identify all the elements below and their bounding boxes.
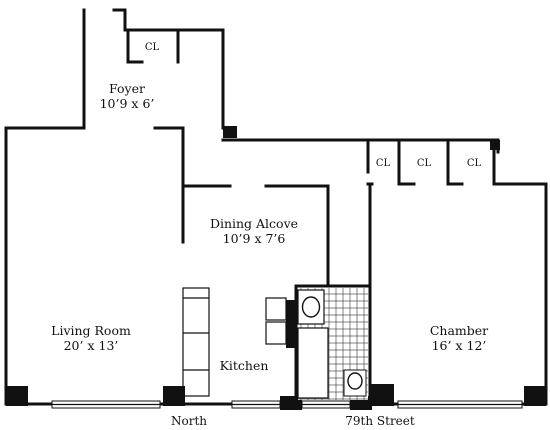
living-room-dims: 20’ x 13’ xyxy=(64,338,119,353)
living-room-name: Living Room xyxy=(51,323,131,338)
foyer-dims: 10’9 x 6’ xyxy=(100,96,155,111)
north-label: North xyxy=(171,414,207,428)
chamber-name: Chamber xyxy=(430,323,488,338)
orientation-labels: North 79th Street xyxy=(171,414,415,428)
chamber-dims: 16’ x 12’ xyxy=(432,338,487,353)
closet-3-label: CL xyxy=(467,158,482,169)
kitchen-cabinets xyxy=(182,287,287,397)
street-label: 79th Street xyxy=(345,414,415,428)
dining-alcove-dims: 10’9 x 7’6 xyxy=(223,231,286,246)
kitchen-name: Kitchen xyxy=(220,358,269,373)
foyer-closet-label: CL xyxy=(145,42,160,53)
bathroom xyxy=(297,288,368,400)
room-labels: Foyer 10’9 x 6’ CL CL CL CL Dining Alcov… xyxy=(51,42,488,373)
windows xyxy=(51,400,523,409)
closet-1-label: CL xyxy=(376,158,391,169)
closet-2-label: CL xyxy=(417,158,432,169)
columns xyxy=(6,126,546,410)
dining-alcove-name: Dining Alcove xyxy=(210,216,298,231)
foyer-name: Foyer xyxy=(109,81,145,96)
